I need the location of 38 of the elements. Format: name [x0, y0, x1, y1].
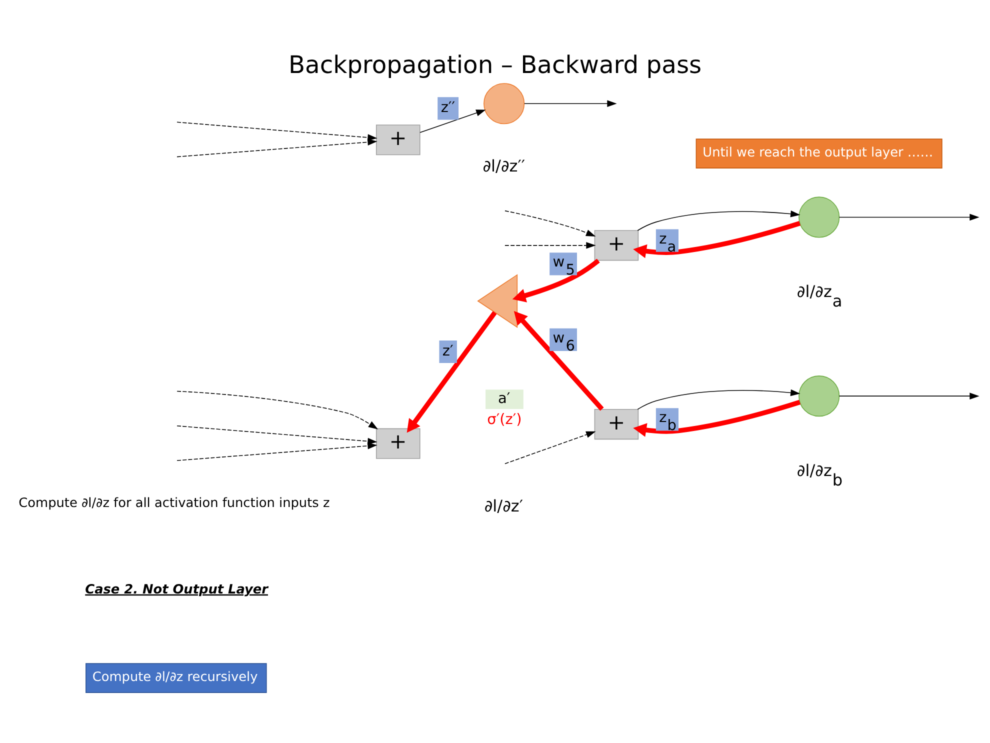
- arrow: [406, 311, 496, 433]
- arrow: [176, 122, 377, 146]
- arrow: [632, 221, 800, 258]
- label: Case 2. Not Output Layer: [84, 582, 268, 598]
- arrow: [504, 431, 596, 464]
- edge-label: z′: [442, 343, 453, 360]
- arrow: [504, 210, 596, 236]
- node-circle: [798, 196, 840, 238]
- arrow: [636, 210, 800, 231]
- diagram-title: Backpropagation – Backward pass: [288, 51, 702, 80]
- label: ∂l/∂z′: [484, 496, 523, 516]
- arrow: [512, 258, 600, 302]
- node-triangle: [476, 274, 518, 328]
- arrow: [838, 392, 979, 400]
- arrow: [524, 100, 616, 107]
- label: Compute ∂l/∂z for all activation function inputs z: [18, 496, 330, 512]
- node-box: Compute ∂l/∂z recursively: [85, 663, 266, 693]
- node-label: σ′(z′): [486, 412, 522, 428]
- node-box: +: [375, 124, 420, 156]
- arrow: [419, 110, 486, 133]
- arrow: [838, 214, 979, 221]
- node-box: +: [594, 230, 638, 261]
- label: ∂l/∂z′′: [482, 156, 525, 176]
- arrow: [176, 390, 378, 430]
- arrow: [176, 134, 377, 158]
- edge-label: z′′: [440, 100, 455, 116]
- arrow: [176, 438, 377, 461]
- arrow: [176, 425, 377, 450]
- node-box: +: [594, 408, 638, 440]
- node-box: Until we reach the output layer ……: [695, 138, 942, 168]
- arrow: [632, 400, 800, 437]
- arrow: [513, 311, 604, 411]
- node-box: +: [375, 428, 420, 459]
- node-circle: [798, 376, 840, 417]
- node-label: a′: [498, 390, 510, 407]
- node-circle: [483, 83, 524, 124]
- arrow: [504, 242, 596, 249]
- arrow: [636, 389, 800, 410]
